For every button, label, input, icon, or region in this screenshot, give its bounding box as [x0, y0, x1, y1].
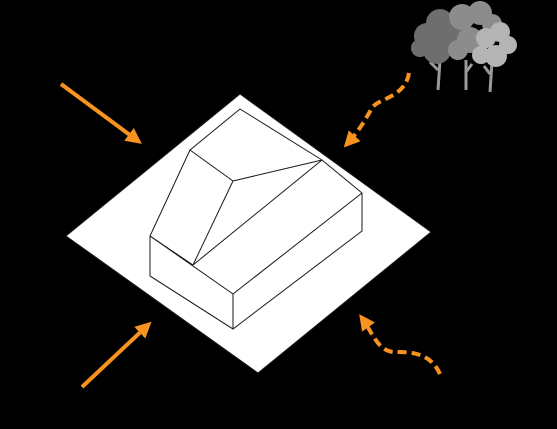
building-ridge-left — [189, 149, 234, 182]
tree-crown-light — [472, 22, 517, 67]
tree-crown-dark — [411, 9, 469, 64]
building-ridge-mid — [192, 159, 323, 266]
wind-arrow-southwest — [80, 321, 152, 389]
site-plane — [65, 93, 432, 374]
building-ridge-long — [232, 159, 323, 182]
wind-arrow-northwest — [59, 82, 142, 144]
vegetation-arrow-southeast — [359, 314, 442, 375]
tree-trunks — [428, 59, 494, 93]
building-base-front — [149, 275, 234, 330]
building-roof-slope — [192, 180, 234, 266]
building-top-edge — [232, 192, 363, 295]
building-front-top — [149, 235, 234, 295]
vegetation-arrow-northeast — [343, 72, 411, 148]
tree-cluster-icon — [411, 1, 517, 93]
building-outline — [149, 108, 363, 330]
building-mass — [149, 108, 363, 330]
